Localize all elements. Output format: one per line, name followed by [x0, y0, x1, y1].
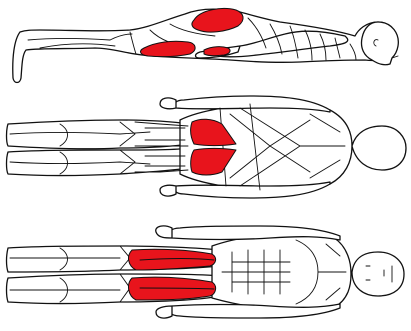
back-view-figure [7, 96, 407, 198]
back-head [352, 126, 406, 170]
front-view-figure [7, 226, 405, 318]
side-hamstring-lower-highlight [204, 47, 230, 56]
front-head [352, 252, 404, 296]
back-torso [180, 104, 352, 190]
side-view-figure [13, 8, 399, 82]
